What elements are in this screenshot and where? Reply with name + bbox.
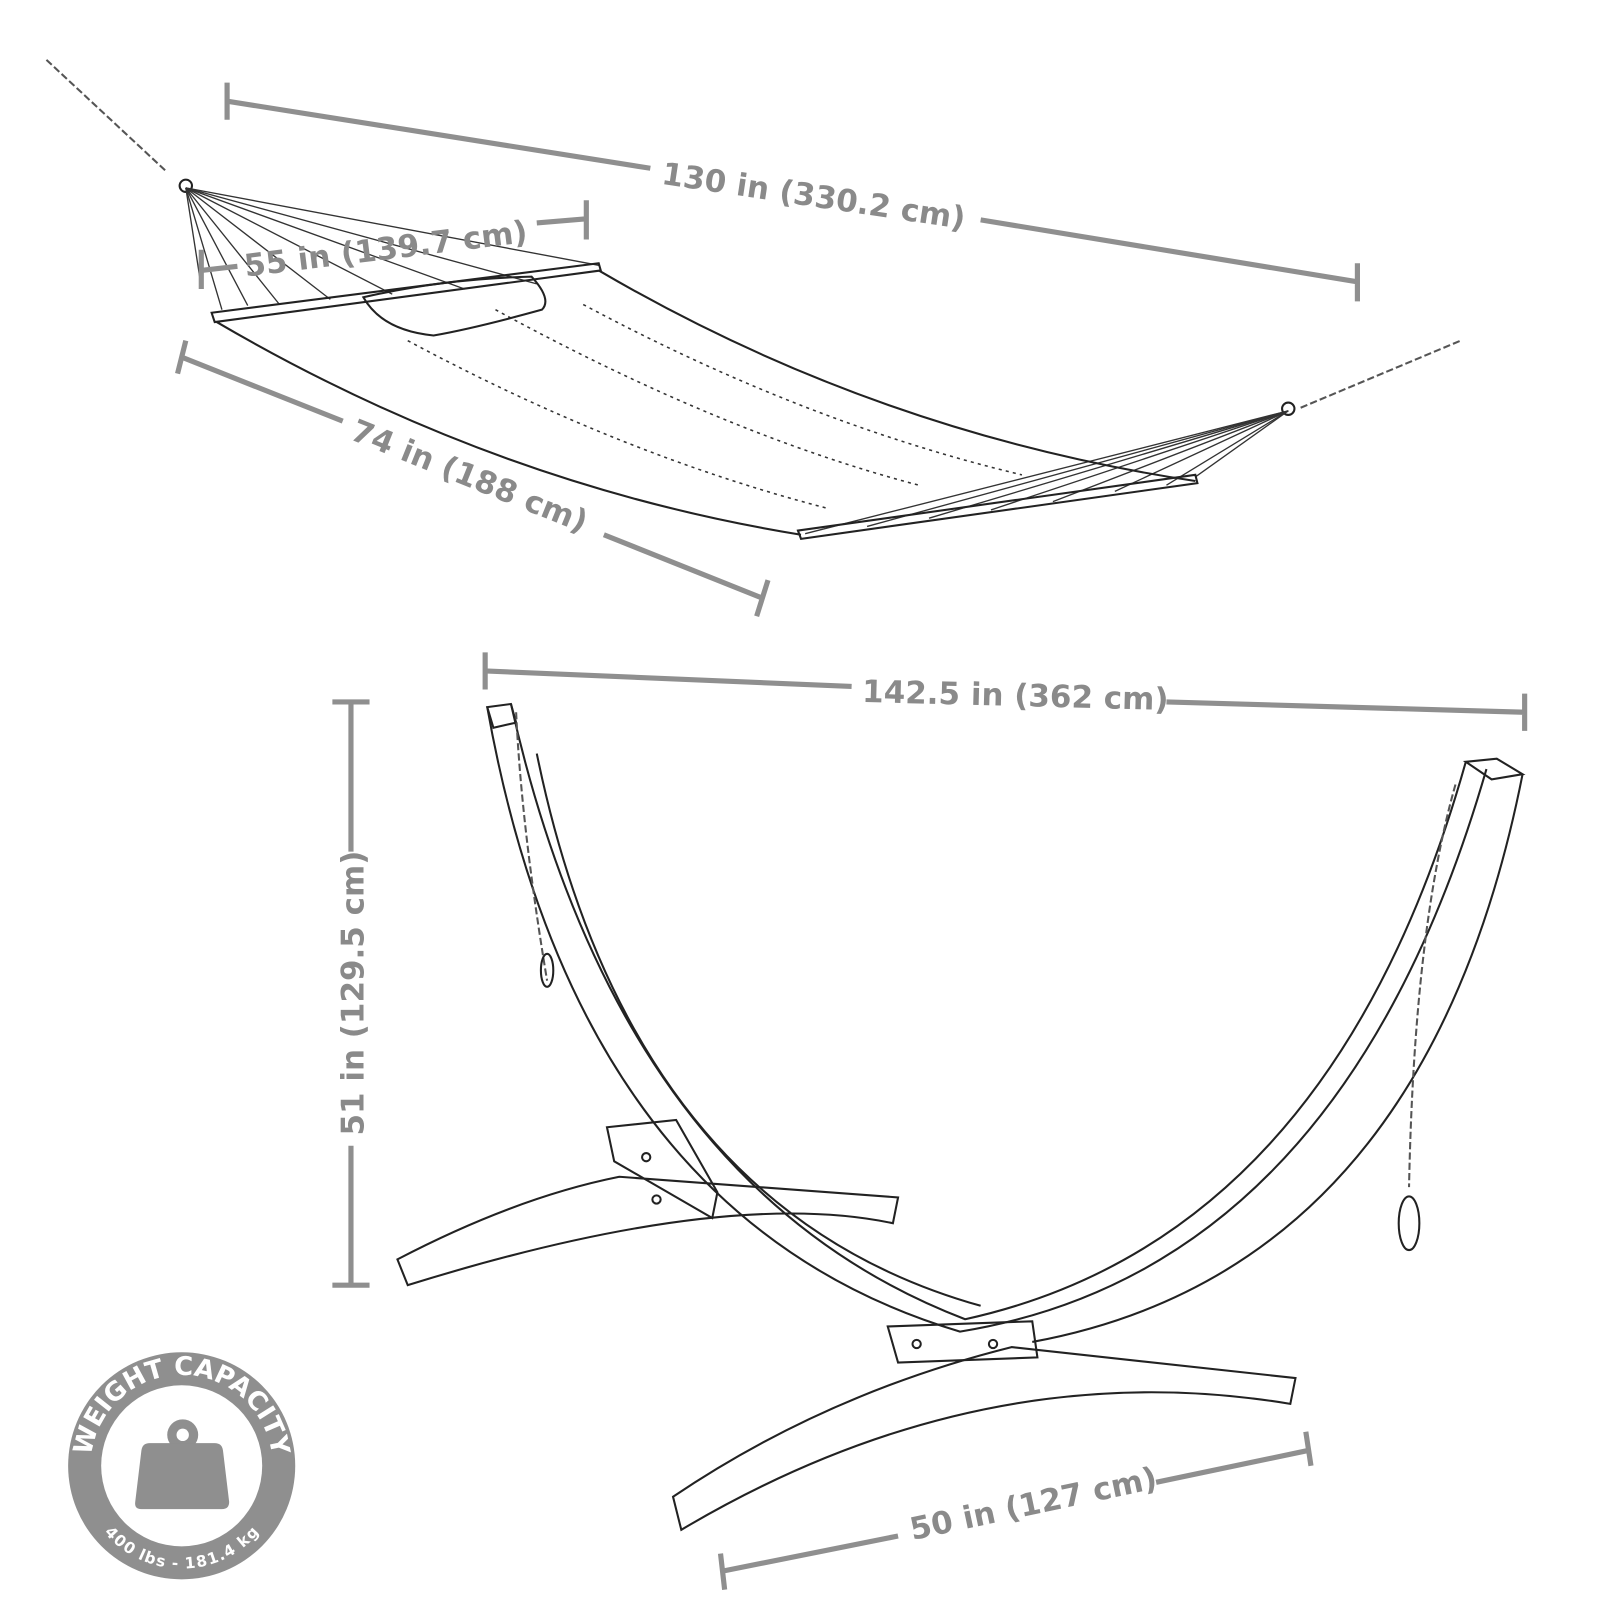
dimension-stand-height: 51 in (129.5 cm) — [332, 699, 371, 1288]
right-spreader-bar — [796, 473, 1199, 540]
stand-arch — [486, 706, 1488, 1333]
svg-text:51 in (129.5 cm): 51 in (129.5 cm) — [335, 851, 371, 1136]
svg-text:130 in (330.2 cm): 130 in (330.2 cm) — [659, 156, 967, 237]
svg-text:50 in (127 cm): 50 in (127 cm) — [907, 1460, 1161, 1548]
weight-icon — [135, 1419, 230, 1510]
stand-left-chain — [515, 712, 549, 981]
pillow — [361, 275, 547, 337]
weight-capacity-badge: WEIGHT CAPACITY 400 lbs - 181.4 kg — [68, 1352, 296, 1580]
dimension-stand-length: 142.5 in (362 cm) — [482, 652, 1528, 731]
dimension-bed-length: 74 in (188 cm) — [175, 340, 771, 618]
svg-text:74 in (188 cm): 74 in (188 cm) — [346, 413, 593, 541]
hammock-stand-drawing — [396, 702, 1526, 1532]
left-chain — [45, 59, 166, 172]
dimension-hammock-length: 130 in (330.2 cm) — [224, 82, 1360, 302]
dimension-stand-width: 50 in (127 cm) — [717, 1431, 1314, 1590]
right-chain — [1300, 339, 1462, 409]
hammock-bed-edge — [216, 321, 802, 536]
stand-right-chain — [1408, 784, 1457, 1188]
hammock-drawing — [45, 59, 1462, 540]
stand-back-foot — [396, 1175, 900, 1287]
svg-text:142.5 in (362 cm): 142.5 in (362 cm) — [862, 674, 1169, 718]
stand-front-foot — [671, 1346, 1297, 1532]
